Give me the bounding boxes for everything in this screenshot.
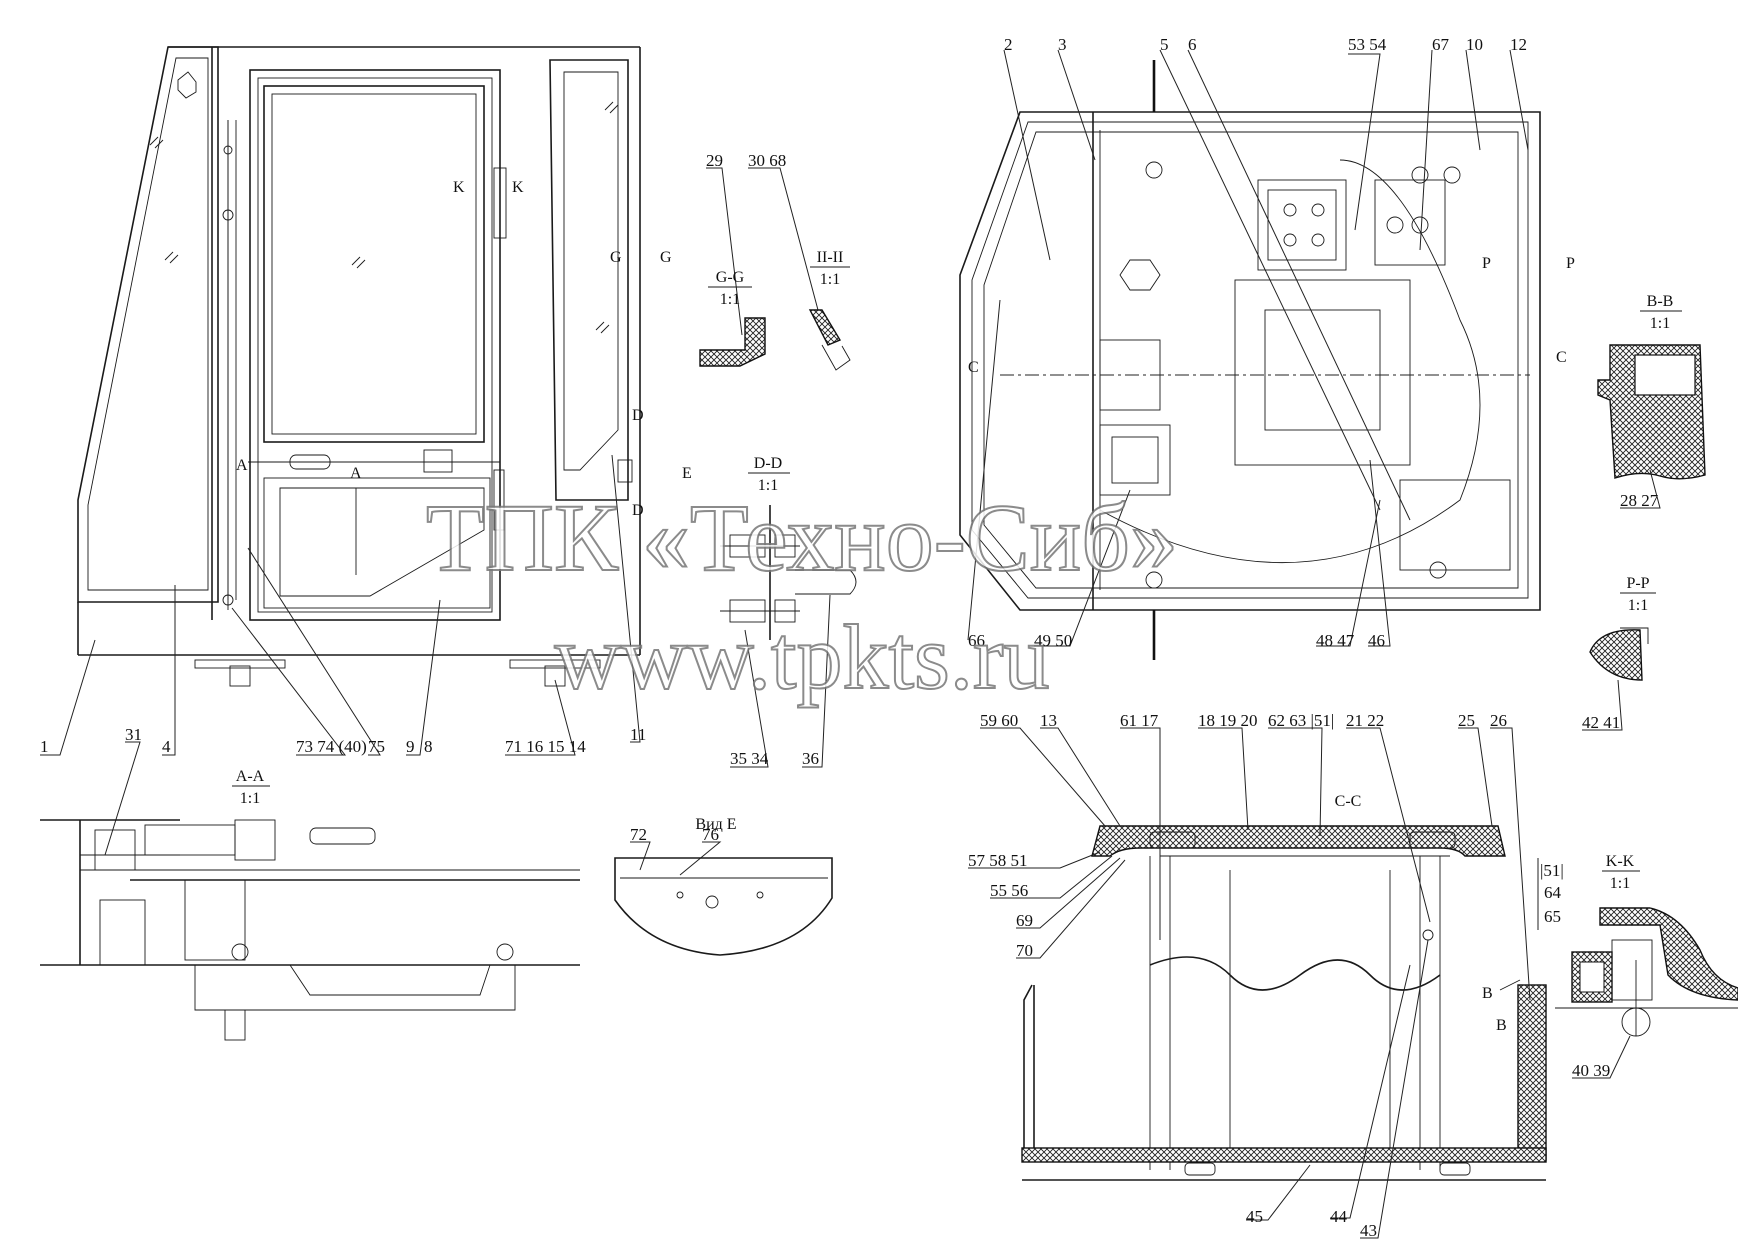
callout-70: 70: [1016, 941, 1033, 960]
callout-76: 76: [702, 825, 719, 844]
left-view-callouts: 1 4 73 74 (40) 75 9 8 71 16 15 14 11 35 …: [40, 454, 831, 768]
plan-mark-c-right: C: [1556, 349, 1567, 366]
section-scale-dd: 1:1: [758, 477, 778, 494]
section-mark-d-bottom: D: [632, 502, 644, 519]
callout-9: 9: [406, 737, 415, 756]
callout-25: 25: [1458, 711, 1475, 730]
left-view-section-marks: K K G G A A D D E: [236, 179, 692, 519]
callout-3: 3: [1058, 35, 1067, 54]
callout-51-right: |51|: [1540, 861, 1564, 880]
callout-59-60: 59 60: [980, 711, 1018, 730]
callout-69: 69: [1016, 911, 1033, 930]
callout-62-63-51: 62 63 |51|: [1268, 711, 1334, 730]
callout-49-50: 49 50: [1034, 631, 1072, 650]
callout-31: 31: [125, 725, 142, 744]
section-ii: 30 68 II-II 1:1: [748, 151, 851, 371]
callout-35-34: 35 34: [730, 749, 769, 768]
cc-mark-b-upper: B: [1482, 985, 1493, 1002]
section-mark-a-left: A: [236, 457, 248, 474]
section-title-cc: C-C: [1335, 793, 1362, 810]
callout-75: 75: [368, 737, 385, 756]
cab-side-view: [77, 46, 641, 687]
section-scale-pp: 1:1: [1628, 597, 1648, 614]
callout-29: 29: [706, 151, 723, 170]
plan-mark-p-right: P: [1566, 255, 1575, 272]
callout-46: 46: [1368, 631, 1385, 650]
section-mark-e: E: [682, 465, 692, 482]
callout-4: 4: [162, 737, 171, 756]
watermark: ТПК «Техно-Сиб» www.tpkts.ru: [425, 483, 1179, 709]
callout-11: 11: [630, 725, 646, 744]
callout-5: 5: [1160, 35, 1169, 54]
callout-21-22: 21 22: [1346, 711, 1384, 730]
callout-61-17: 61 17: [1120, 711, 1159, 730]
section-mark-k-right: K: [512, 179, 524, 196]
view-title-e: Вид Е: [695, 816, 736, 833]
callout-6: 6: [1188, 35, 1197, 54]
section-mark-d-top: D: [632, 407, 644, 424]
callout-42-41: 42 41: [1582, 713, 1620, 732]
callout-66: 66: [968, 631, 985, 650]
callout-73-74-40: 73 74 (40): [296, 737, 367, 756]
section-mark-g-right: G: [660, 249, 672, 266]
callout-28-27: 28 27: [1620, 491, 1659, 510]
callout-72: 72: [630, 825, 647, 844]
watermark-site: www.tpkts.ru: [555, 606, 1050, 708]
callout-48-47: 48 47: [1316, 631, 1355, 650]
callout-26: 26: [1490, 711, 1507, 730]
section-cc-callouts: 59 60 13 61 17 18 19 20 62 63 |51| 21 22…: [968, 711, 1564, 1240]
section-bb: B-B 1:1 28 27: [1597, 293, 1706, 510]
plan-view-marks: C C P P: [968, 255, 1575, 376]
section-mark-k-left: K: [453, 179, 465, 196]
section-mark-a-right: A: [350, 465, 362, 482]
callout-64: 64: [1544, 883, 1562, 902]
callout-67: 67: [1432, 35, 1450, 54]
callout-53-54: 53 54: [1348, 35, 1387, 54]
cc-mark-b-lower: B: [1496, 1017, 1507, 1034]
section-scale-aa: 1:1: [240, 790, 260, 807]
section-scale-ii: 1:1: [820, 271, 840, 288]
section-cc: C-C: [1021, 793, 1547, 1181]
section-scale-gg: 1:1: [720, 291, 740, 308]
callout-55-56: 55 56: [990, 881, 1028, 900]
callout-10: 10: [1466, 35, 1483, 54]
callout-44: 44: [1330, 1207, 1348, 1226]
callout-18-19-20: 18 19 20: [1198, 711, 1258, 730]
section-title-kk: K-K: [1606, 853, 1635, 870]
callout-65: 65: [1544, 907, 1561, 926]
callout-13: 13: [1040, 711, 1057, 730]
section-aa: A-A 1:1 31: [40, 725, 580, 1041]
section-title-gg: G-G: [716, 269, 745, 286]
section-title-pp: P-P: [1626, 575, 1649, 592]
callout-30-68: 30 68: [748, 151, 786, 170]
callout-40-39: 40 39: [1572, 1061, 1610, 1080]
section-dd: D-D 1:1: [720, 455, 857, 640]
section-scale-kk: 1:1: [1610, 875, 1630, 892]
section-kk: K-K 1:1 40 39: [1555, 853, 1738, 1080]
callout-71-16-15-14: 71 16 15 14: [505, 737, 586, 756]
section-title-aa: A-A: [236, 768, 265, 785]
section-title-dd: D-D: [754, 455, 782, 472]
section-mark-g-left: G: [610, 249, 622, 266]
view-e: Вид Е 72 76: [614, 816, 833, 956]
callout-36: 36: [802, 749, 819, 768]
callout-45: 45: [1246, 1207, 1263, 1226]
plan-mark-p-left: P: [1482, 255, 1491, 272]
section-gg: 29 G-G 1:1: [699, 151, 766, 367]
callout-43: 43: [1360, 1221, 1377, 1240]
callout-57-58-51: 57 58 51: [968, 851, 1028, 870]
callout-1: 1: [40, 737, 49, 756]
section-pp: P-P 1:1 42 41: [1582, 575, 1656, 732]
cab-plan-view: [959, 60, 1541, 660]
plan-mark-c-left: C: [968, 359, 979, 376]
section-title-bb: B-B: [1647, 293, 1674, 310]
callout-8: 8: [424, 737, 433, 756]
watermark-company: ТПК «Техно-Сиб»: [426, 484, 1178, 591]
section-title-ii: II-II: [817, 249, 844, 266]
section-scale-bb: 1:1: [1650, 315, 1670, 332]
callout-12: 12: [1510, 35, 1527, 54]
callout-2: 2: [1004, 35, 1013, 54]
plan-view-callouts: 2 3 5 6 53 54 67 10 12 66 49 50 48 47 46: [967, 35, 1529, 650]
